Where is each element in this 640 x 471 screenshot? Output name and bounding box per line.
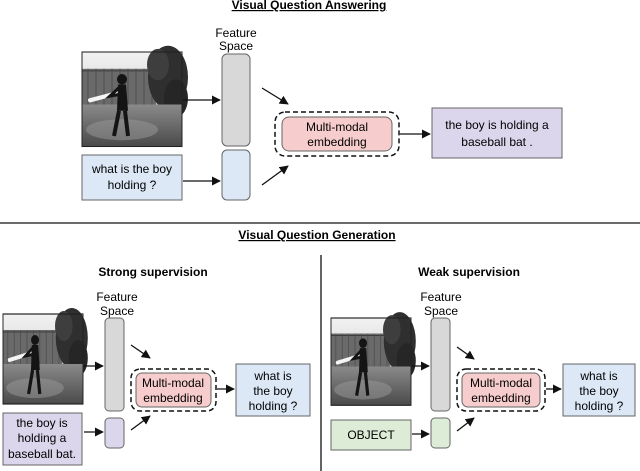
strong-image-feature-bar xyxy=(104,317,125,412)
strong-embedding-line-1: Multi-modal xyxy=(142,376,204,390)
vqa-embedding-dashed-frame xyxy=(274,111,400,157)
svg-text:Feature: Feature xyxy=(96,290,138,304)
svg-text:Space: Space xyxy=(100,304,134,318)
weak-object-tag-box xyxy=(330,419,412,451)
vqa-answer-box xyxy=(431,107,563,159)
weak-object-tag-label: OBJECT xyxy=(347,428,395,442)
strong-caption-box xyxy=(2,412,83,466)
strong-caption-feature-bar xyxy=(104,417,125,449)
strong-top-to-embedding-arrow xyxy=(130,344,151,359)
vqa-bottom-to-embedding-arrow xyxy=(261,165,289,186)
weak-embedding-box xyxy=(461,372,541,408)
weak-feature-space-label: Feature Space xyxy=(420,290,462,318)
vqa-title: Visual Question Answering xyxy=(232,0,387,12)
vqa-question-box xyxy=(81,154,183,201)
weak-embedding-line-2: embedding xyxy=(471,391,530,405)
strong-feature-space-label: Feature Space xyxy=(96,290,138,318)
strong-caption-line-3: baseball bat. xyxy=(8,447,76,461)
weak-bottom-to-embedding-arrow xyxy=(456,417,475,432)
vqa-top-to-embedding-arrow xyxy=(261,87,289,105)
strong-embedding-box xyxy=(135,372,212,408)
vqg-title: Visual Question Generation xyxy=(238,228,395,242)
strong-image-photo xyxy=(1,306,90,406)
weak-supervision-title: Weak supervision xyxy=(418,265,520,279)
weak-output-line-2: the boy xyxy=(579,384,618,398)
vqa-answer-line-1: the boy is holding a xyxy=(445,118,549,132)
weak-embedding-dashed-frame xyxy=(456,368,546,412)
strong-output-line-1: what is xyxy=(253,369,291,383)
vqa-embedding-line-2: embedding xyxy=(307,135,366,149)
strong-output-line-2: the boy xyxy=(253,384,292,398)
vqa-embedding-line-1: Multi-modal xyxy=(306,120,368,134)
weak-output-line-3: holding ? xyxy=(575,399,624,413)
vqa-image-photo xyxy=(82,46,188,147)
weak-output-box xyxy=(562,363,636,417)
weak-image-feature-bar xyxy=(430,317,451,412)
weak-output-line-1: what is xyxy=(579,369,617,383)
strong-embedding-line-2: embedding xyxy=(143,391,202,405)
vqa-embedding-box xyxy=(281,116,393,152)
svg-text:Space: Space xyxy=(219,39,253,53)
svg-text:Feature: Feature xyxy=(215,26,257,40)
strong-caption-line-2: holding a xyxy=(18,431,67,445)
strong-supervision-title: Strong supervision xyxy=(98,265,207,279)
weak-tag-feature-bar xyxy=(430,417,451,449)
strong-output-box xyxy=(235,363,311,417)
strong-bottom-to-embedding-arrow xyxy=(130,415,151,431)
vqa-question-feature-bar xyxy=(221,149,251,201)
strong-output-line-3: holding ? xyxy=(249,399,298,413)
weak-embedding-line-1: Multi-modal xyxy=(470,376,532,390)
svg-text:Space: Space xyxy=(424,304,458,318)
vqa-question-line-1: what is the boy xyxy=(91,162,172,176)
vqa-question-line-2: holding ? xyxy=(108,178,157,192)
svg-text:Feature: Feature xyxy=(420,290,462,304)
vqa-feature-space-label: Feature Space xyxy=(215,26,257,53)
strong-caption-line-1: the boy is xyxy=(16,416,67,430)
strong-embedding-dashed-frame xyxy=(130,368,217,412)
vqa-image-feature-bar xyxy=(221,53,251,147)
vqa-answer-line-2: baseball bat . xyxy=(461,135,532,149)
weak-image-photo xyxy=(329,310,418,408)
weak-top-to-embedding-arrow xyxy=(456,346,475,360)
